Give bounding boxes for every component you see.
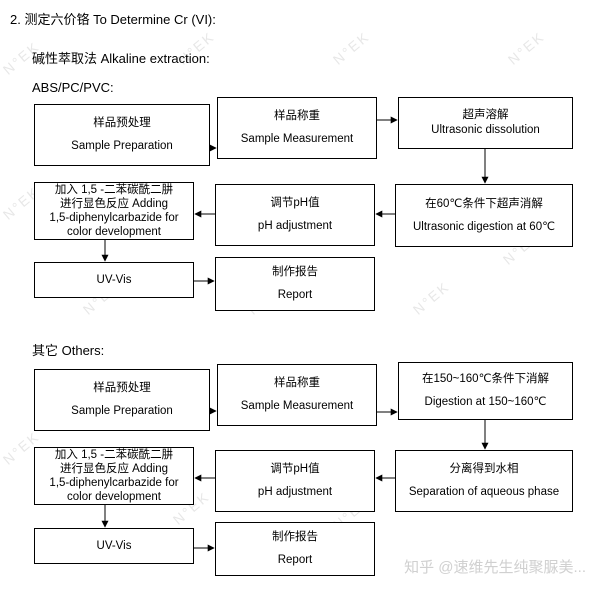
s1-box-uv-vis: UV-Vis <box>34 262 194 298</box>
box-label-en: Ultrasonic dissolution <box>431 124 540 136</box>
box-label-cn: 样品称重 <box>274 377 320 389</box>
section-2-title: 其它 Others: <box>32 343 105 358</box>
box-label-cn: 样品称重 <box>274 110 320 122</box>
box-label-en: Report <box>277 289 313 301</box>
s2-box-digestion: 在150~160℃条件下消解 Digestion at 150~160℃ <box>398 362 573 420</box>
box-label-line: 1,5-diphenylcarbazide for <box>49 477 179 489</box>
box-label-en: Sample Measurement <box>240 400 354 412</box>
box-label-line: 1,5-diphenylcarbazide for <box>49 212 179 224</box>
box-label-en: Report <box>277 554 313 566</box>
box-label-en: Sample Measurement <box>240 133 354 145</box>
s2-box-color-development: 加入 1,5 -二苯碳酰二肼 进行显色反应 Adding 1,5-dipheny… <box>34 447 194 505</box>
box-label-line: 进行显色反应 Adding <box>59 198 168 210</box>
s1-box-ultrasonic-digestion: 在60℃条件下超声消解 Ultrasonic digestion at 60℃ <box>395 184 573 247</box>
box-label-cn: 超声溶解 <box>462 109 509 121</box>
source-credit: 知乎 @速维先生纯聚脲美... <box>404 559 586 576</box>
box-label-en: Separation of aqueous phase <box>408 486 560 498</box>
box-label-en: UV-Vis <box>96 273 132 286</box>
box-label-en: Sample Preparation <box>71 405 173 417</box>
page-heading: 2. 测定六价铬 To Determine Cr (VI): <box>10 12 216 27</box>
box-label-cn: 在150~160℃条件下消解 <box>421 373 549 385</box>
s1-box-color-development: 加入 1,5 -二苯碳酰二肼 进行显色反应 Adding 1,5-dipheny… <box>34 182 194 240</box>
s2-box-sample-measurement: 样品称重 Sample Measurement <box>217 364 377 426</box>
box-label-line: 进行显色反应 Adding <box>59 463 168 475</box>
s1-box-ultrasonic-dissolution: 超声溶解 Ultrasonic dissolution <box>398 97 573 149</box>
box-label-line: 加入 1,5 -二苯碳酰二肼 <box>54 449 174 461</box>
s2-box-ph-adjustment: 调节pH值 pH adjustment <box>215 450 375 512</box>
box-label-line: color development <box>67 226 161 238</box>
s2-box-report: 制作报告 Report <box>215 522 375 576</box>
s1-box-sample-preparation: 样品预处理 Sample Preparation <box>34 104 210 166</box>
s1-box-ph-adjustment: 调节pH值 pH adjustment <box>215 184 375 246</box>
box-label-en: pH adjustment <box>257 220 333 232</box>
s2-box-uv-vis: UV-Vis <box>34 528 194 564</box>
box-label-cn: 制作报告 <box>272 531 318 543</box>
box-label-cn: 调节pH值 <box>270 197 320 209</box>
s1-box-report: 制作报告 Report <box>215 257 375 311</box>
box-label-cn: 样品预处理 <box>93 117 151 129</box>
box-label-en: Sample Preparation <box>71 140 173 152</box>
box-label-cn: 制作报告 <box>272 266 318 278</box>
section-1-subtitle: ABS/PC/PVC: <box>32 80 114 95</box>
section-1-title: 碱性萃取法 Alkaline extraction: <box>32 51 210 66</box>
box-label-line: color development <box>67 491 161 503</box>
box-label-en: UV-Vis <box>96 539 132 552</box>
s2-box-aqueous-separation: 分离得到水相 Separation of aqueous phase <box>395 450 573 512</box>
box-label-cn: 分离得到水相 <box>449 463 519 475</box>
box-label-en: Digestion at 150~160℃ <box>424 396 547 408</box>
box-label-en: Ultrasonic digestion at 60℃ <box>412 220 556 233</box>
box-label-en: pH adjustment <box>257 486 333 498</box>
box-label-cn: 在60℃条件下超声消解 <box>425 197 543 210</box>
s1-box-sample-measurement: 样品称重 Sample Measurement <box>217 97 377 159</box>
box-label-cn: 样品预处理 <box>93 382 151 394</box>
s2-box-sample-preparation: 样品预处理 Sample Preparation <box>34 369 210 431</box>
box-label-line: 加入 1,5 -二苯碳酰二肼 <box>54 184 174 196</box>
box-label-cn: 调节pH值 <box>270 463 320 475</box>
